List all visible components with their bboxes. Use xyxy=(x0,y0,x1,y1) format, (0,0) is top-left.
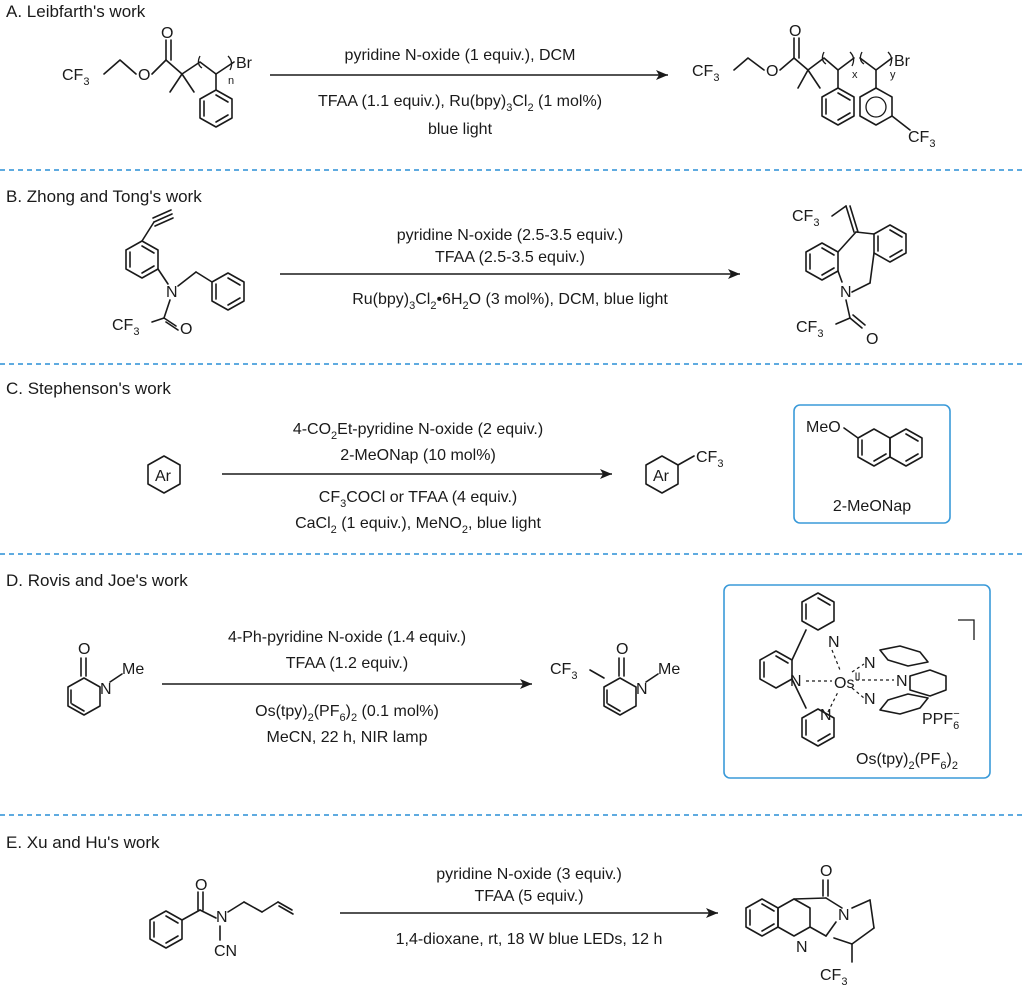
section-a-title: A. Leibfarth's work xyxy=(6,2,146,21)
nitrogen-label: N xyxy=(820,707,832,724)
oxygen-label: O xyxy=(616,641,628,658)
box-label-os-tpy: Os(tpy)2(PF6)2 xyxy=(856,751,958,772)
oxygen-label: O xyxy=(180,321,192,338)
cond-c-above-2: 2-MeONap (10 mol%) xyxy=(340,447,496,464)
cf3-label: CF3 xyxy=(692,63,719,84)
cond-c-above-1: 4-CO2Et-pyridine N-oxide (2 equiv.) xyxy=(293,421,543,442)
arrow-b xyxy=(280,269,740,279)
box-label-2-meonap: 2-MeONap xyxy=(833,498,911,515)
cond-d-below-2: MeCN, 22 h, NIR lamp xyxy=(267,729,428,746)
repeat-n-label: n xyxy=(228,75,234,87)
cf3-label: CF3 xyxy=(792,208,819,229)
cf3-label: CF3 xyxy=(112,317,139,338)
cond-d-above-2: TFAA (1.2 equiv.) xyxy=(286,655,408,672)
cf3-label: CF3 xyxy=(908,129,935,150)
oxygen-label: O xyxy=(138,67,150,84)
cf3-label: CF3 xyxy=(820,967,847,988)
cond-a-above-1: pyridine N-oxide (1 equiv.), DCM xyxy=(345,47,576,64)
structure-c-product: Ar CF3 xyxy=(645,449,723,494)
cf3-label: CF3 xyxy=(550,661,577,682)
nitrogen-label: N xyxy=(840,284,852,301)
nitrogen-label: N xyxy=(636,681,648,698)
nitrogen-label: N xyxy=(828,634,840,651)
nitrogen-label: N xyxy=(796,939,808,956)
cond-e-above-2: TFAA (5 equiv.) xyxy=(474,888,583,905)
arrow-a xyxy=(270,70,668,80)
cond-e-below-1: 1,4-dioxane, rt, 18 W blue LEDs, 12 h xyxy=(396,931,663,948)
cond-a-below-2: blue light xyxy=(428,121,493,138)
section-c-title: C. Stephenson's work xyxy=(6,379,171,398)
oxygen-label: O xyxy=(78,641,90,658)
structure-a-reactant: CF3 O O n Br xyxy=(62,25,253,128)
cond-b-above-1: pyridine N-oxide (2.5-3.5 equiv.) xyxy=(397,227,623,244)
oxygen-label: O xyxy=(820,863,832,880)
catalyst-box-d: N N N OsII N N N PPF6− Os(tpy)2(PF6)2 xyxy=(723,584,991,779)
aryl-label: Ar xyxy=(155,468,172,485)
arrow-d xyxy=(162,679,532,689)
cond-c-below-1: CF3COCl or TFAA (4 equiv.) xyxy=(319,489,517,510)
bromine-label: Br xyxy=(236,55,253,72)
arrow-c xyxy=(222,469,612,479)
cf3-label: CF3 xyxy=(62,67,89,88)
methyl-label: Me xyxy=(658,661,680,678)
arrow-e xyxy=(340,908,718,918)
nitrogen-label: N xyxy=(896,673,908,690)
nitrogen-label: N xyxy=(864,655,876,672)
nitrogen-label: N xyxy=(216,909,228,926)
structure-d-reactant: O N Me xyxy=(67,641,144,716)
methoxy-label: MeO xyxy=(806,419,841,436)
nitrogen-label: N xyxy=(790,673,802,690)
cond-d-below-1: Os(tpy)2(PF6)2 (0.1 mol%) xyxy=(255,703,439,724)
cond-d-above-1: 4-Ph-pyridine N-oxide (1.4 equiv.) xyxy=(228,629,466,646)
cond-b-above-2: TFAA (2.5-3.5 equiv.) xyxy=(435,249,585,266)
cond-c-below-2: CaCl2 (1 equiv.), MeNO2, blue light xyxy=(295,515,541,536)
structure-d-product: CF3 O N Me xyxy=(550,641,680,716)
cond-b-below-1: Ru(bpy)3Cl2•6H2O (3 mol%), DCM, blue lig… xyxy=(352,291,668,312)
structure-b-reactant: N O CF3 xyxy=(112,209,245,338)
structure-c-reactant: Ar xyxy=(147,455,181,494)
cf3-label: CF3 xyxy=(796,319,823,340)
pf6-label: PPF6− xyxy=(922,708,960,732)
aryl-label: Ar xyxy=(653,468,670,485)
carbonyl-oxygen-label: O xyxy=(161,25,173,42)
oxygen-label: O xyxy=(195,877,207,894)
repeat-x-label: x xyxy=(852,69,858,81)
nitrogen-label: N xyxy=(100,681,112,698)
cond-a-below-1: TFAA (1.1 equiv.), Ru(bpy)3Cl2 (1 mol%) xyxy=(318,93,602,114)
section-e-title: E. Xu and Hu's work xyxy=(6,833,160,852)
structure-e-reactant: O N CN xyxy=(149,877,294,960)
nitrogen-label: N xyxy=(838,907,850,924)
repeat-y-label: y xyxy=(890,69,896,81)
catalyst-box-c: MeO 2-MeONap xyxy=(793,404,951,524)
structure-b-product: CF3 N O CF3 xyxy=(792,205,907,348)
section-b-title: B. Zhong and Tong's work xyxy=(6,187,202,206)
cyano-label: CN xyxy=(214,943,237,960)
structure-a-product: CF3 O O x y Br CF3 xyxy=(692,23,935,150)
osmium-label: OsII xyxy=(834,671,861,692)
nitrogen-label: N xyxy=(864,691,876,708)
cf3-label: CF3 xyxy=(696,449,723,470)
methyl-label: Me xyxy=(122,661,144,678)
oxygen-label: O xyxy=(766,63,778,80)
nitrogen-label: N xyxy=(166,284,178,301)
oxygen-label: O xyxy=(866,331,878,348)
structure-e-product: O N N CF3 xyxy=(745,863,875,988)
bromine-label: Br xyxy=(894,53,911,70)
cond-e-above-1: pyridine N-oxide (3 equiv.) xyxy=(436,866,622,883)
section-d-title: D. Rovis and Joe's work xyxy=(6,571,188,590)
carbonyl-oxygen-label: O xyxy=(789,23,801,40)
